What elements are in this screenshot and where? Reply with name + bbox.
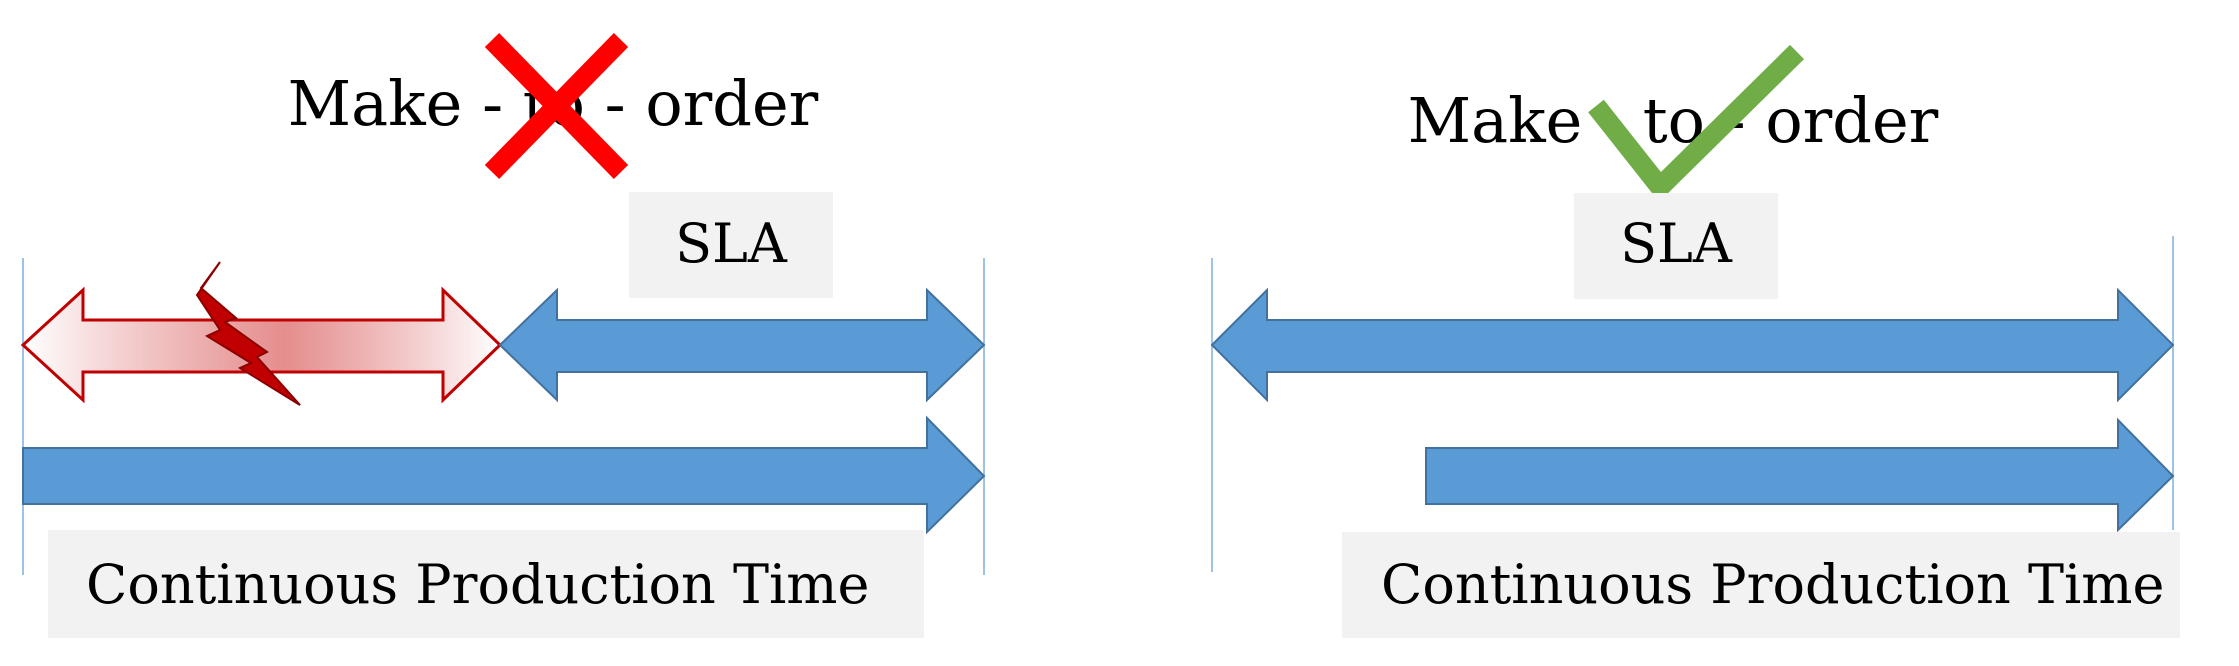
lightning-icon (195, 261, 301, 406)
left-panel: Make - to - order SLA Continuous Product… (20, 33, 986, 638)
left-production-label-box (48, 530, 924, 638)
left-sla-label: SLA (675, 212, 788, 275)
left-sla-double-arrow (498, 287, 986, 403)
left-production-arrow (22, 415, 986, 535)
right-production-label: Continuous Production Time (1381, 553, 2164, 616)
left-production-label: Continuous Production Time (86, 553, 869, 616)
right-sla-double-arrow (1210, 287, 2175, 403)
right-panel: Make - to - order SLA Continuous Product… (1210, 44, 2180, 638)
shortfall-double-arrow (20, 286, 503, 404)
right-heading: Make - to - order (1408, 84, 1939, 157)
check-mark-icon (1588, 44, 1805, 202)
right-sla-label-box (1574, 193, 1778, 299)
right-production-label-box (1342, 532, 2180, 638)
left-sla-label-box (629, 192, 833, 298)
right-sla-label: SLA (1620, 212, 1733, 275)
cross-mark-icon (484, 33, 629, 179)
right-production-arrow (1425, 417, 2175, 533)
